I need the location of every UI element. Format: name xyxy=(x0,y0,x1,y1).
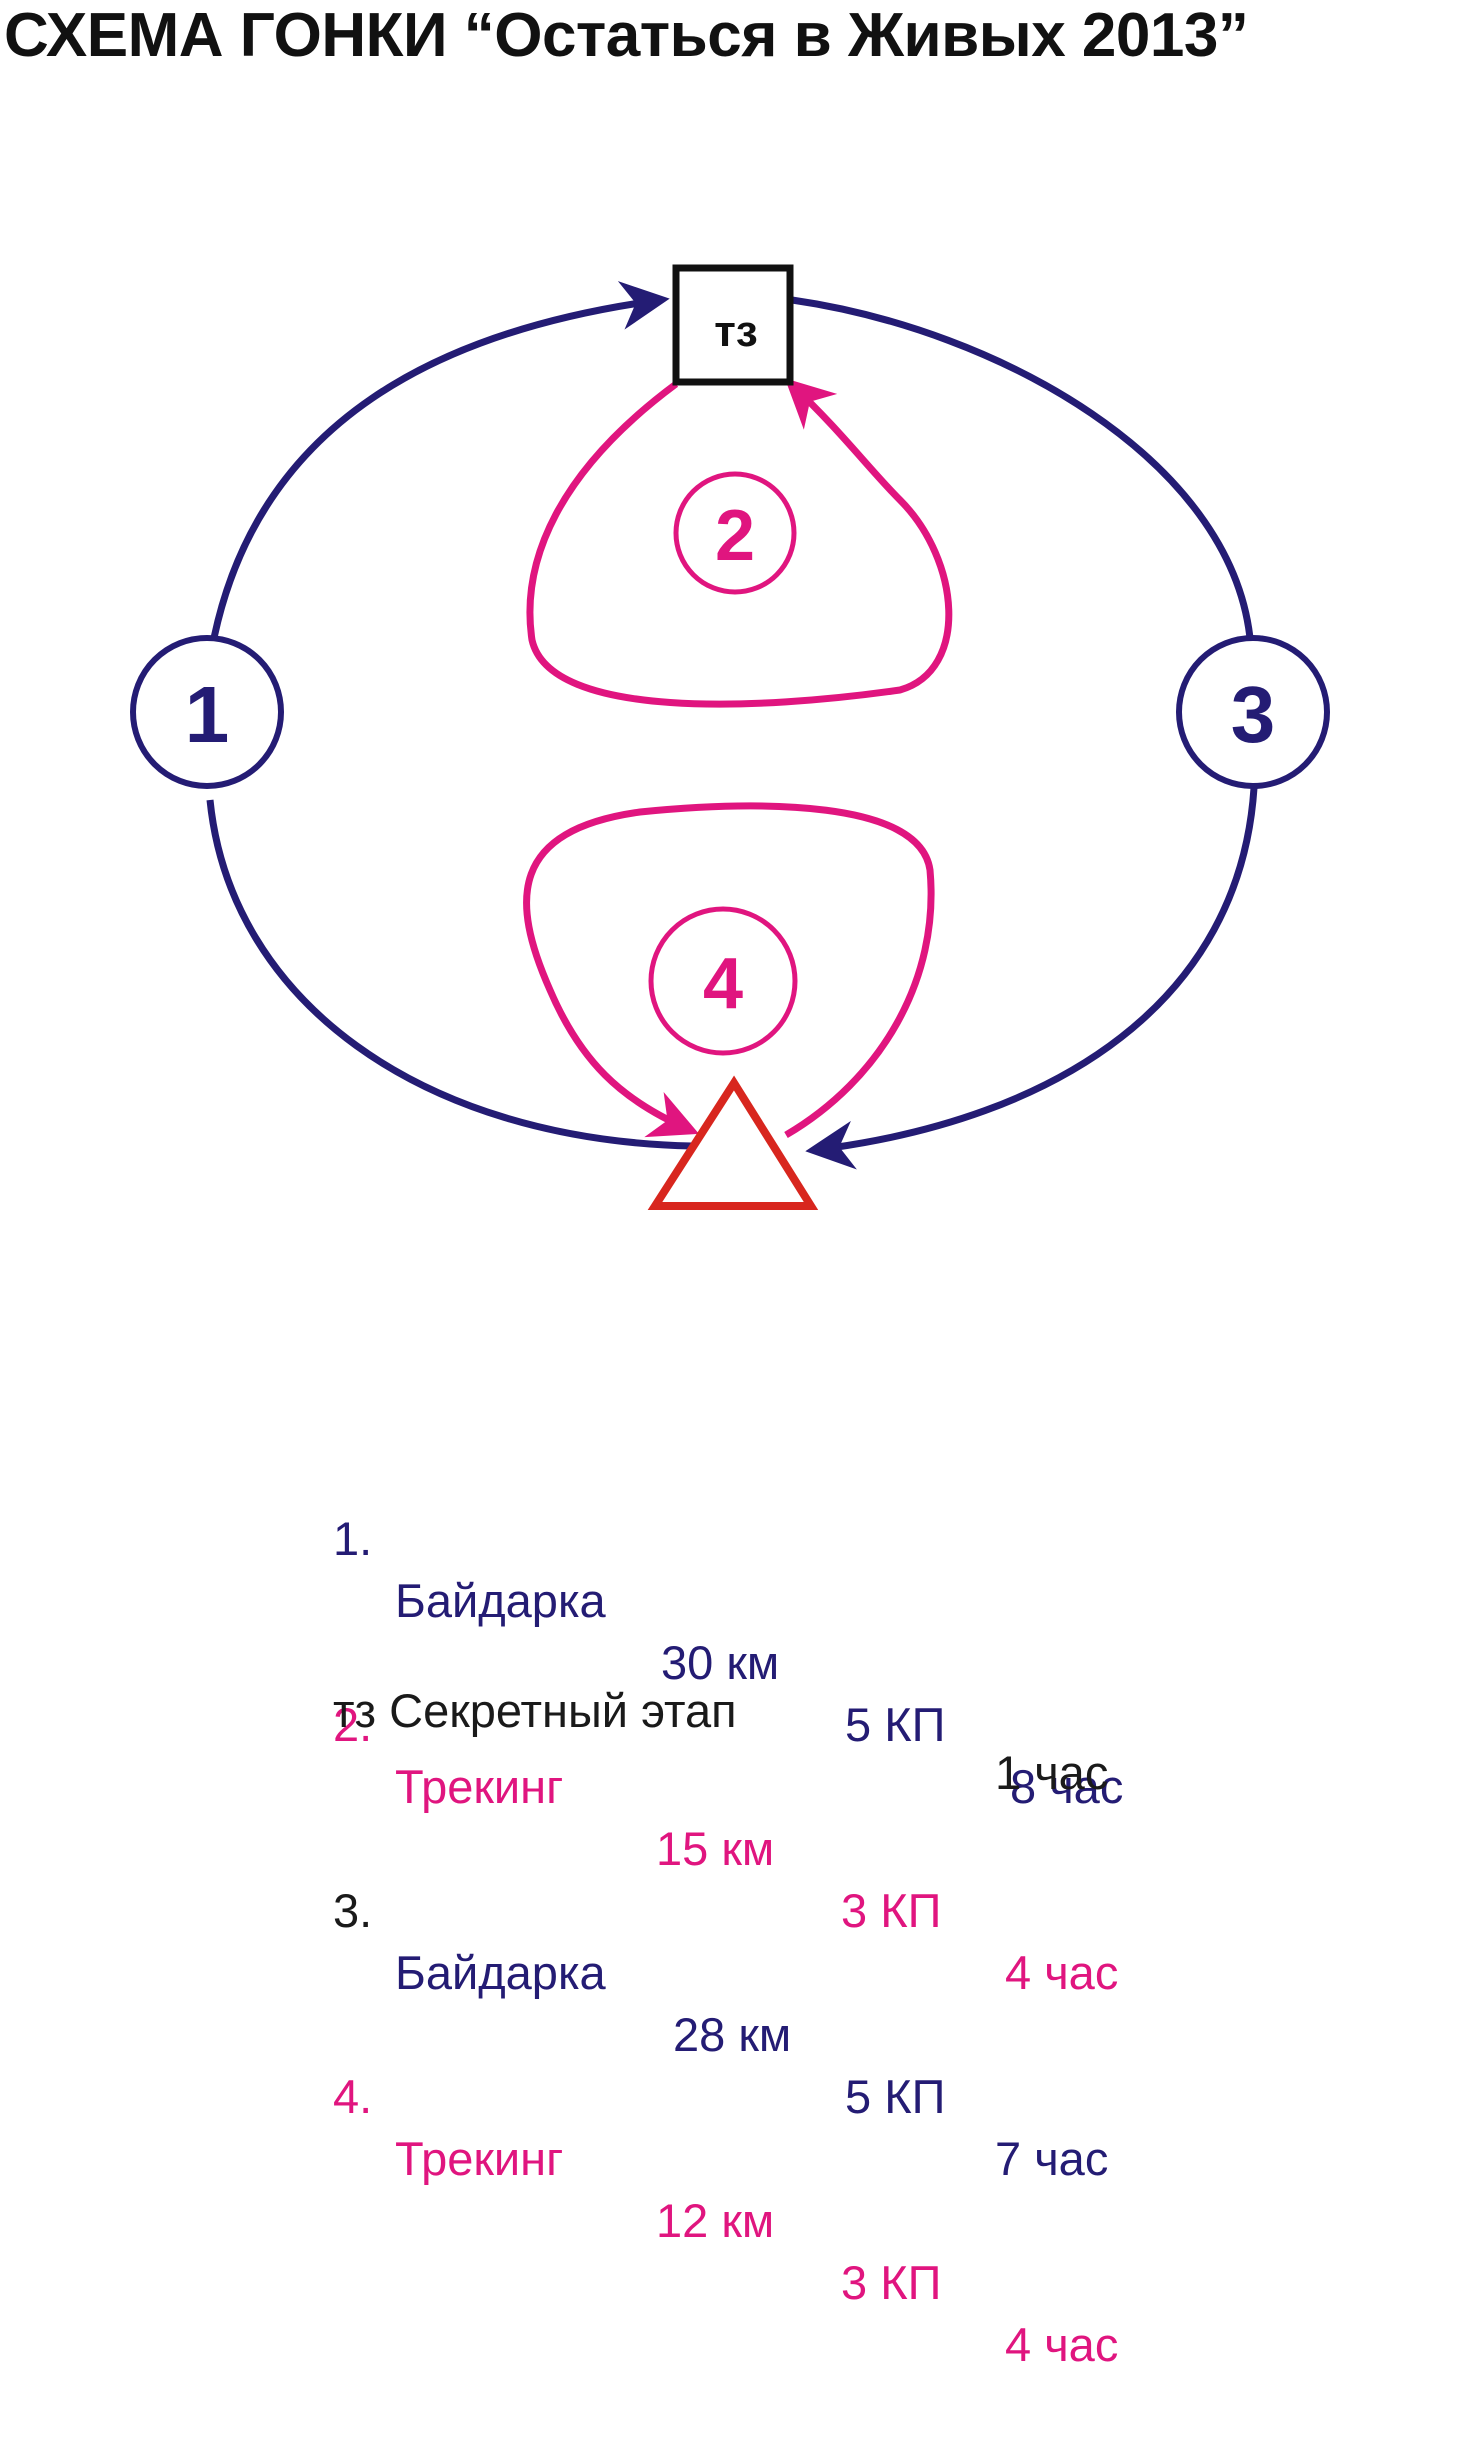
legend-row-name: Байдарка xyxy=(395,1574,606,1627)
legend-row-hours: 4 час xyxy=(1005,2318,1119,2371)
secret-stage-hours: 1 час xyxy=(995,1746,1109,1799)
tz-checkpoint: тз xyxy=(672,264,794,386)
stage-1-label: 1 xyxy=(185,670,230,759)
legend-row-distance: 15 км xyxy=(656,1822,775,1875)
route-segment-3 xyxy=(792,296,1258,1150)
legend-row-checkpoints: 5 КП xyxy=(845,1698,946,1751)
legend-row-distance: 12 км xyxy=(656,2194,775,2247)
route-segment-4 xyxy=(523,802,935,1139)
stage-2-label: 2 xyxy=(715,496,755,576)
stage-2-node: 2 xyxy=(673,471,797,595)
page-title: СХЕМА ГОНКИ “Остаться в Живых 2013” xyxy=(4,1,1249,70)
start-finish-triangle xyxy=(647,1075,819,1210)
stage-4-label: 4 xyxy=(703,944,743,1024)
legend-row-number: 4. xyxy=(333,2070,373,2123)
secret-stage-note: тз Секретный этап 1 час xyxy=(333,1618,1108,1804)
legend-row-number: 1. xyxy=(333,1512,373,1565)
legend-row-name: Байдарка xyxy=(395,1946,606,1999)
legend-row-hours: 4 час xyxy=(1005,1946,1119,1999)
tz-label: тз xyxy=(714,307,757,356)
legend-row-checkpoints: 3 КП xyxy=(841,1884,942,1937)
legend-row-1: 1. Байдарка 30 км 5 КП 8 час xyxy=(333,1446,1123,1813)
stage-3-node: 3 xyxy=(1176,635,1330,789)
legend-row-distance: 30 км xyxy=(661,1636,780,1689)
legend-row-3: 3. Байдарка 28 км 5 КП 7 час xyxy=(333,1818,1108,2185)
legend-row-checkpoints: 3 КП xyxy=(841,2256,942,2309)
legend-row-name: Трекинг xyxy=(395,1760,564,1813)
route-segment-1 xyxy=(206,300,692,1150)
stage-4-node: 4 xyxy=(648,906,798,1056)
route-segment-2 xyxy=(526,378,953,708)
legend-row-hours: 7 час xyxy=(995,2132,1109,2185)
legend-row-4: 4. Трекинг 12 км 3 КП 4 час xyxy=(333,2004,1118,2371)
stage-3-label: 3 xyxy=(1231,670,1276,759)
legend-row-number: 3. xyxy=(333,1884,373,1937)
legend-row-name: Трекинг xyxy=(395,2132,564,2185)
stage-1-node: 1 xyxy=(130,635,284,789)
legend-row-checkpoints: 5 КП xyxy=(845,2070,946,2123)
race-scheme-diagram: тз 1 3 2 4 xyxy=(130,0,1330,1210)
secret-stage-label: тз Секретный этап xyxy=(333,1684,737,1737)
legend-row-distance: 28 км xyxy=(673,2008,792,2061)
